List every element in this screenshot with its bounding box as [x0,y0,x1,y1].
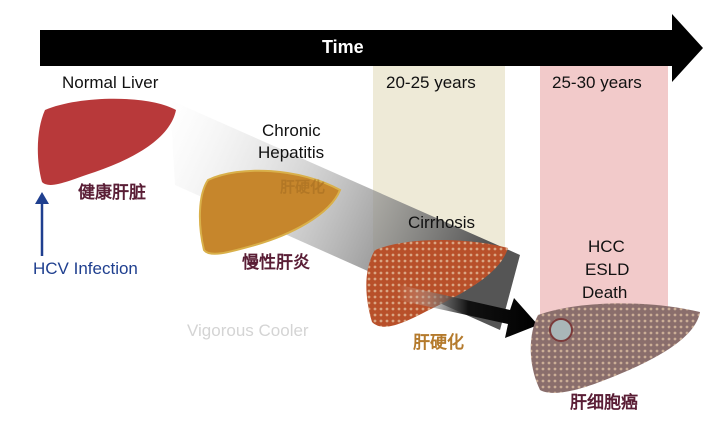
hcc-zh: 肝细胞癌 [570,393,638,413]
tumor-mark [549,318,573,342]
normal-liver-image [37,98,177,185]
chronic-label-2: Hepatitis [258,143,325,162]
chronic-overlay-zh: 肝硬化 [280,178,326,196]
normal-liver-label: Normal Liver [62,73,159,92]
chronic-zh: 慢性肝炎 [242,253,310,273]
time-label: Time [322,37,364,57]
chronic-hepatitis-liver-image [198,169,342,255]
hcv-infection-label: HCV Infection [33,259,138,278]
period-label-25-30: 25-30 years [552,73,642,92]
chronic-label-1: Chronic [262,121,321,140]
hcc-label: HCC [588,237,625,256]
time-arrow [40,14,703,82]
period-label-20-25: 20-25 years [386,73,476,92]
progression-arrow [398,285,538,338]
period-band-25-30 [540,66,668,334]
normal-liver-zh: 健康肝脏 [78,183,146,203]
cirrhosis-zh: 肝硬化 [413,333,464,353]
esld-label: ESLD [585,260,630,279]
watermark: Vigorous Cooler [187,321,309,340]
death-label: Death [582,283,628,302]
cirrhosis-label: Cirrhosis [408,213,476,232]
